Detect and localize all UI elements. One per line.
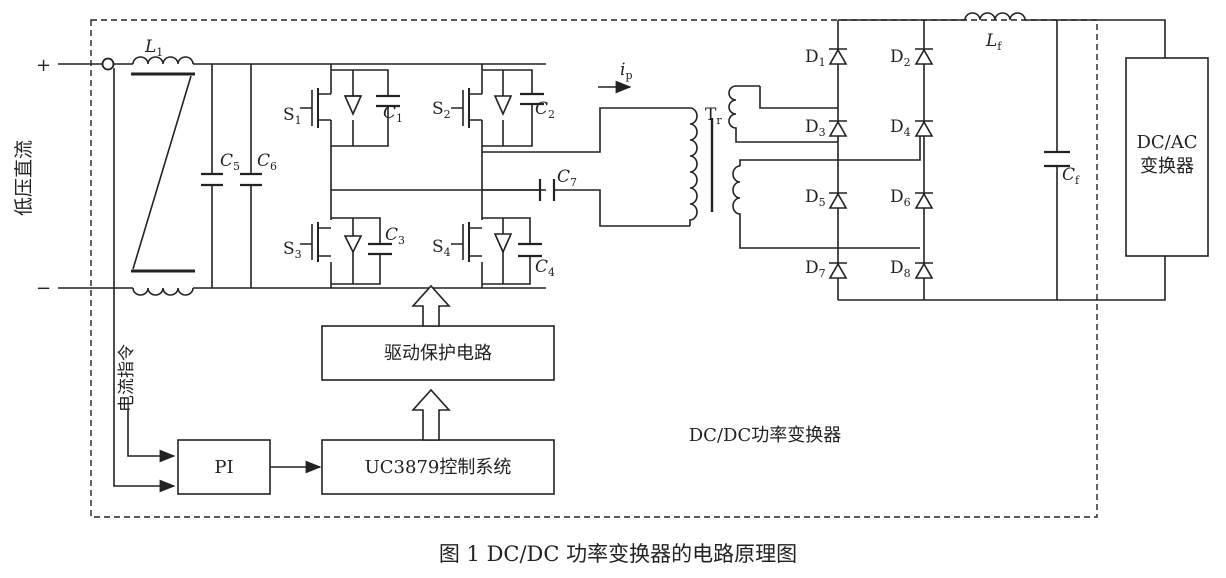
label-c2: C2 [535, 99, 555, 121]
label-l1: L1 [144, 37, 163, 59]
diode-d2 [914, 48, 934, 65]
mosfet-s4 [451, 222, 482, 262]
mosfet-s3 [300, 222, 331, 262]
label-d3: D3 [805, 117, 826, 139]
dcdc-boundary [90, 19, 1098, 518]
label-d7: D7 [805, 258, 826, 280]
l1-top-coil [132, 56, 194, 65]
minus-label: − [36, 278, 51, 299]
label-d2: D2 [890, 47, 911, 69]
diode-d8 [914, 262, 934, 279]
dcac-box [1125, 57, 1209, 257]
l1-winding [132, 75, 192, 270]
plus-label: + [36, 55, 51, 76]
figure-caption: 图 1 DC/DC 功率变换器的电路原理图 [439, 542, 797, 566]
label-ip: ip [620, 60, 632, 82]
control-arrow [411, 388, 451, 441]
label-s2: S2 [432, 99, 451, 121]
label-d6: D6 [890, 187, 911, 209]
tr-primary [689, 107, 698, 226]
label-lf: Lf [985, 31, 1002, 53]
dcac-label-1: DC/AC [1136, 132, 1197, 153]
label-d1: D1 [805, 47, 826, 69]
input-label: 低压直流 [13, 140, 35, 216]
drive-arrow [411, 284, 451, 327]
label-cf: Cf [1062, 165, 1080, 187]
label-d4: D4 [890, 117, 911, 139]
l1-bottom-coil [132, 287, 194, 296]
dcac-label-2: 变换器 [1140, 156, 1194, 177]
label-c7: C7 [557, 167, 577, 189]
diode-d7 [828, 262, 848, 279]
diode-d3 [828, 120, 848, 137]
label-d5: D5 [805, 187, 826, 209]
current-command-label: 电流指令 [117, 344, 137, 412]
dcdc-title: DC/DC功率变换器 [689, 425, 841, 446]
label-tr: Tr [705, 105, 722, 127]
label-c3: C3 [385, 225, 405, 247]
sense-node [101, 57, 115, 71]
lf-coil [964, 12, 1026, 21]
label-s4: S4 [432, 237, 451, 259]
label-d8: D8 [890, 258, 911, 280]
label-c6: C6 [257, 151, 277, 173]
pi-label: PI [214, 457, 233, 478]
label-s3: S3 [283, 239, 302, 261]
diode-d1 [828, 48, 848, 65]
diode-d6 [914, 192, 934, 209]
label-s1: S1 [283, 105, 302, 127]
controller-label: UC3879控制系统 [365, 457, 512, 478]
mosfet-s2 [451, 86, 483, 128]
diode-d4 [914, 120, 934, 137]
label-c4: C4 [535, 257, 555, 279]
diode-d5 [828, 192, 848, 209]
label-c5: C5 [220, 151, 240, 173]
mosfet-s1 [300, 86, 332, 128]
driver-label: 驱动保护电路 [384, 343, 492, 364]
label-c1: C1 [383, 103, 403, 125]
